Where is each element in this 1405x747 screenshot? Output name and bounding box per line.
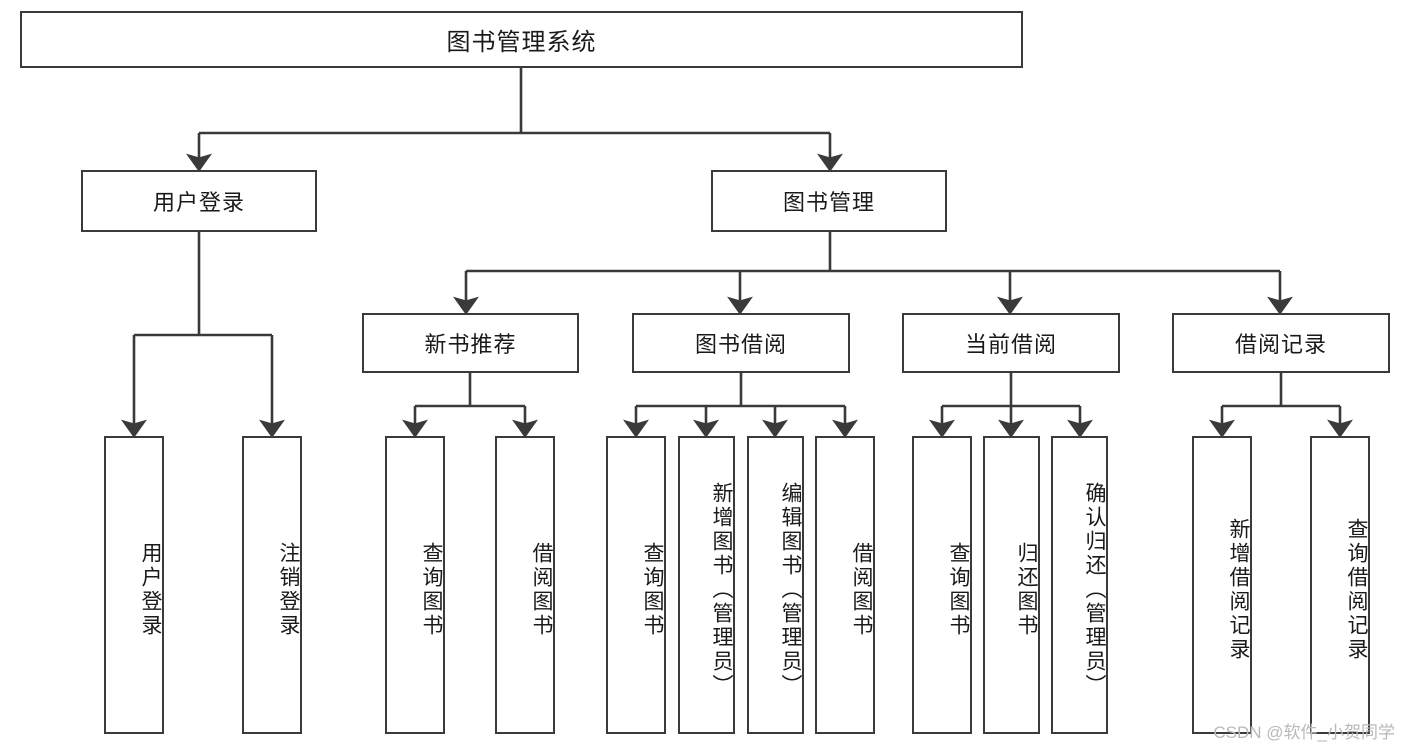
leaf-query-book-1[interactable]: 查询图书 (385, 436, 445, 734)
leaf-user-logout[interactable]: 注销登录 (242, 436, 302, 734)
node-book-borrow[interactable]: 图书借阅 (632, 313, 850, 373)
leaf-borrow-book-2[interactable]: 借阅图书 (815, 436, 875, 734)
leaf-confirm-return[interactable]: 确认归还（管理员） (1051, 436, 1108, 734)
leaf-return-book[interactable]: 归还图书 (983, 436, 1040, 734)
leaf-query-record[interactable]: 查询借阅记录 (1310, 436, 1370, 734)
leaf-query-book-2[interactable]: 查询图书 (606, 436, 666, 734)
leaf-add-book[interactable]: 新增图书（管理员） (678, 436, 735, 734)
node-user-login[interactable]: 用户登录 (81, 170, 317, 232)
leaf-query-book-3[interactable]: 查询图书 (912, 436, 972, 734)
leaf-user-login[interactable]: 用户登录 (104, 436, 164, 734)
leaf-add-record[interactable]: 新增借阅记录 (1192, 436, 1252, 734)
leaf-edit-book[interactable]: 编辑图书（管理员） (747, 436, 804, 734)
node-book-manage[interactable]: 图书管理 (711, 170, 947, 232)
node-new-book-recommend[interactable]: 新书推荐 (362, 313, 579, 373)
node-borrow-record[interactable]: 借阅记录 (1172, 313, 1390, 373)
node-root[interactable]: 图书管理系统 (20, 11, 1023, 68)
node-current-borrow[interactable]: 当前借阅 (902, 313, 1120, 373)
csdn-watermark: CSDN @软件_小贺同学 (1213, 723, 1395, 742)
leaf-borrow-book-1[interactable]: 借阅图书 (495, 436, 555, 734)
